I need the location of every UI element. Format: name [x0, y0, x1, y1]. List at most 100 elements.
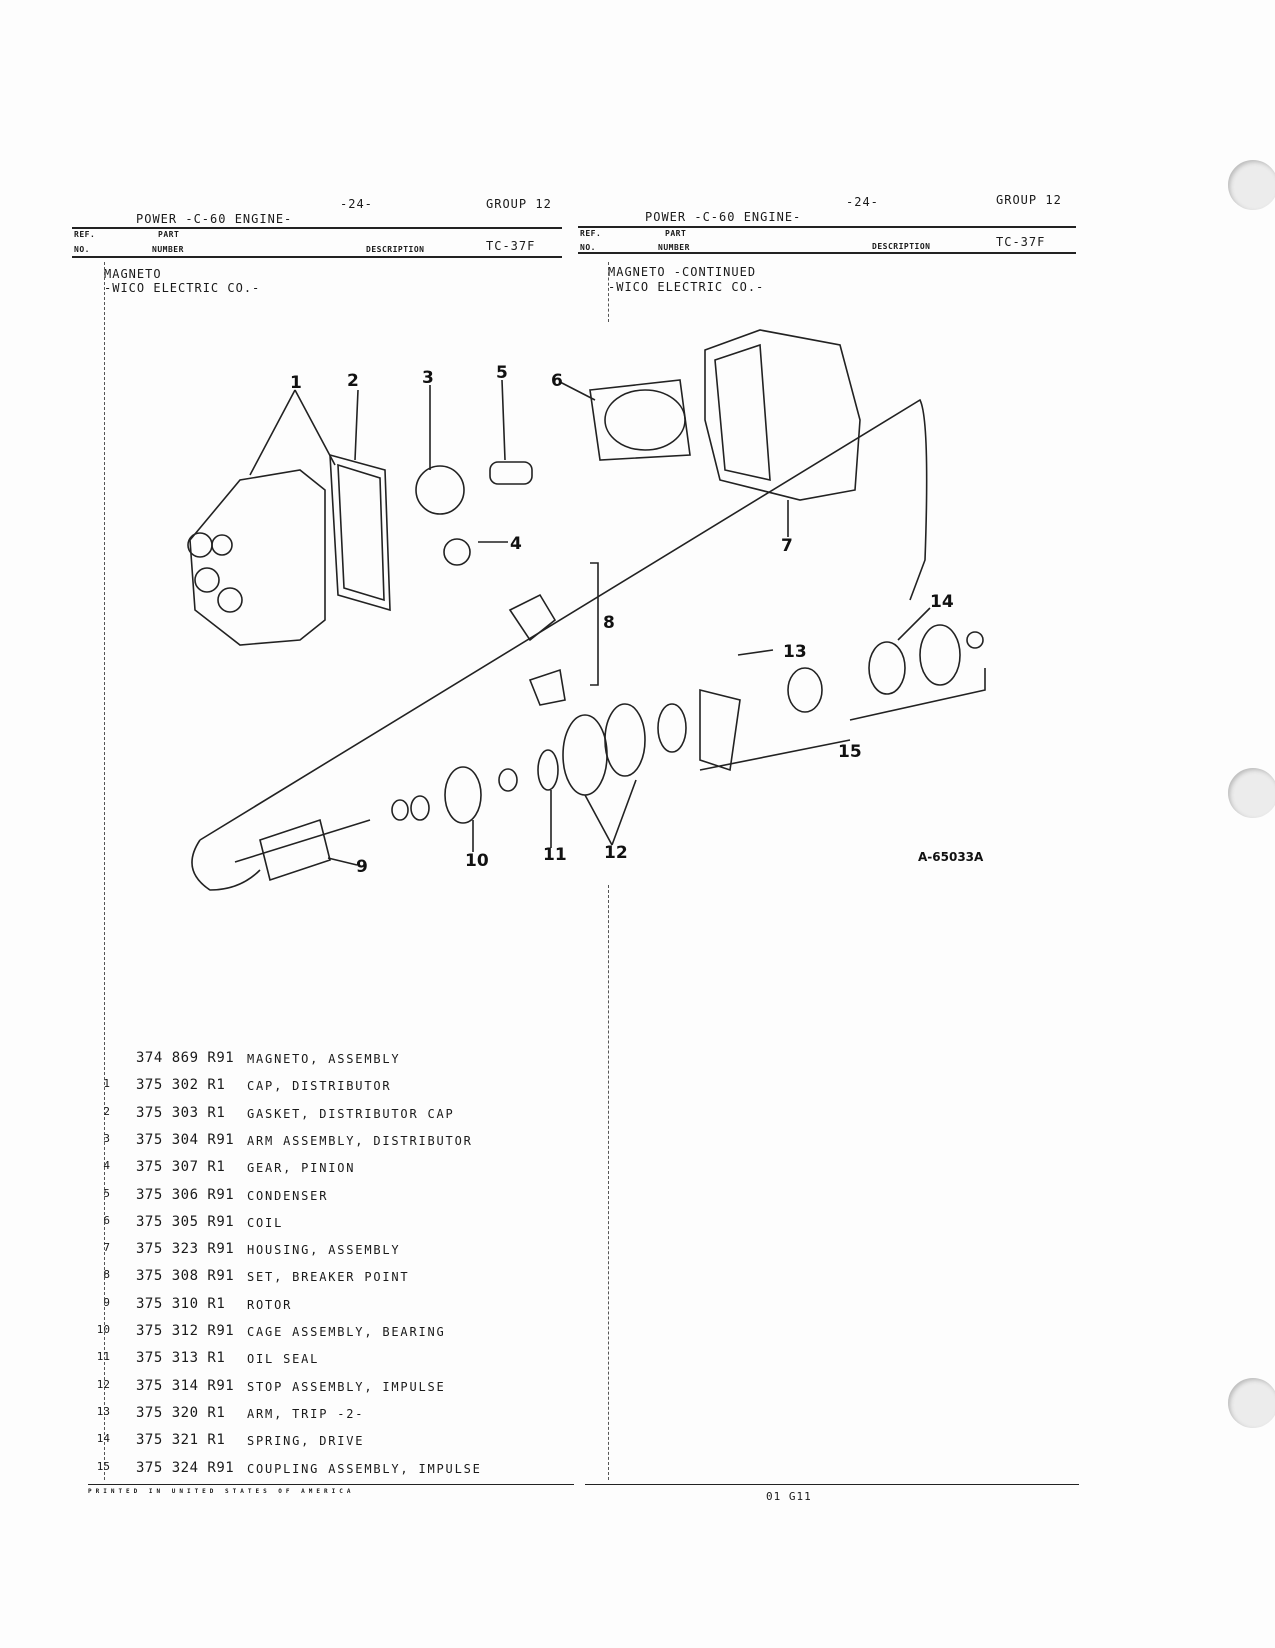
ref-number: 14	[96, 1432, 110, 1446]
page-number: -24-	[340, 197, 373, 211]
callout-2: 2	[347, 371, 359, 391]
column-divider	[608, 262, 609, 322]
section-subtitle: -WICO ELECTRIC CO.-	[608, 280, 765, 294]
part-number: 375 321 R1	[136, 1432, 226, 1449]
part-description: CONDENSER	[247, 1188, 329, 1203]
part-description: SPRING, DRIVE	[247, 1434, 365, 1449]
part-description: ARM, TRIP -2-	[247, 1406, 365, 1421]
gasket	[329, 453, 391, 612]
section-subtitle: -WICO ELECTRIC CO.-	[104, 281, 261, 295]
part-number: 375 324 R91	[136, 1459, 235, 1476]
coil	[589, 379, 691, 461]
ref-number: 6	[103, 1213, 110, 1227]
ref-number: 8	[103, 1268, 110, 1282]
callout-15: 15	[838, 742, 862, 762]
ref-number: 2	[103, 1104, 110, 1118]
tc-code: TC-37F	[486, 239, 536, 253]
callout-9: 9	[356, 857, 368, 877]
part-description: SET, BREAKER POINT	[247, 1270, 410, 1285]
part-number: 375 313 R1	[136, 1350, 226, 1367]
page-title: POWER -C-60 ENGINE-	[645, 210, 802, 224]
figure-id: A-65033A	[918, 850, 984, 864]
callout-5: 5	[496, 363, 508, 383]
part-description: GEAR, PINION	[247, 1161, 356, 1176]
footer-code: 01 G11	[766, 1490, 812, 1503]
trip-arm	[787, 667, 823, 713]
ref-header: REF.	[74, 230, 96, 239]
section-title: MAGNETO	[104, 267, 162, 281]
section-title: MAGNETO -CONTINUED	[608, 265, 757, 279]
coil-wire	[199, 398, 928, 841]
callout-10: 10	[465, 851, 489, 871]
binder-hole	[1228, 1378, 1275, 1428]
part-number: 375 323 R91	[136, 1241, 235, 1258]
callout-4: 4	[510, 534, 522, 554]
part-number: 375 310 R1	[136, 1295, 226, 1312]
ref-header: REF.	[580, 229, 602, 238]
part-header: PART	[158, 230, 180, 239]
number-header: NUMBER	[658, 243, 690, 252]
callout-7: 7	[781, 536, 793, 556]
part-description: OIL SEAL	[247, 1352, 320, 1367]
part-description: HOUSING, ASSEMBLY	[247, 1243, 401, 1258]
distributor-arm	[415, 465, 465, 515]
callout-1: 1	[290, 373, 302, 393]
column-divider	[104, 262, 105, 1480]
description-header: DESCRIPTION	[366, 245, 425, 254]
description-header: DESCRIPTION	[872, 242, 931, 251]
callout-3: 3	[422, 368, 434, 388]
part-header: PART	[665, 229, 687, 238]
distributor-cap	[189, 469, 326, 646]
part-number: 375 308 R91	[136, 1268, 235, 1285]
group-label: GROUP 12	[996, 193, 1062, 207]
impulse-stop	[562, 714, 608, 796]
part-description: ROTOR	[247, 1297, 293, 1312]
ref-number: 4	[103, 1159, 110, 1173]
tc-code: TC-37F	[996, 235, 1046, 249]
ref-number: 9	[103, 1295, 110, 1309]
column-divider	[608, 885, 609, 1480]
part-number: 375 307 R1	[136, 1159, 226, 1176]
ref-number: 7	[103, 1241, 110, 1255]
part-description: CAGE ASSEMBLY, BEARING	[247, 1325, 446, 1339]
bearing-cage	[444, 766, 482, 824]
page-number: -24-	[846, 195, 879, 209]
number-header: NUMBER	[152, 245, 184, 254]
part-number: 375 312 R91	[136, 1323, 235, 1339]
binder-hole	[1228, 160, 1275, 210]
part-number: 375 314 R91	[136, 1377, 235, 1394]
ref-number: 10	[96, 1323, 110, 1336]
callout-13: 13	[783, 642, 807, 662]
ref-number: 5	[103, 1186, 110, 1200]
group-label: GROUP 12	[486, 197, 552, 211]
ref-number: 12	[96, 1377, 110, 1391]
ref-number: 15	[96, 1459, 110, 1473]
part-description: COIL	[247, 1215, 284, 1230]
part-number: 375 303 R1	[136, 1104, 226, 1121]
ref-number: 11	[96, 1350, 110, 1364]
callout-11: 11	[543, 845, 567, 865]
no-header: NO.	[74, 245, 90, 254]
callout-6: 6	[551, 371, 563, 391]
condenser	[489, 461, 533, 485]
callout-8: 8	[603, 613, 615, 633]
part-description: MAGNETO, ASSEMBLY	[247, 1052, 401, 1066]
printed-notice: PRINTED IN UNITED STATES OF AMERICA	[88, 1488, 355, 1495]
binder-hole	[1228, 768, 1275, 818]
part-number: 375 306 R91	[136, 1186, 235, 1203]
breaker-points	[508, 593, 557, 642]
part-number: 374 869 R91	[136, 1050, 235, 1066]
part-description: CAP, DISTRIBUTOR	[247, 1079, 392, 1094]
oil-seal	[537, 749, 559, 791]
ref-number: 1	[103, 1077, 110, 1091]
page-title: POWER -C-60 ENGINE-	[136, 212, 293, 226]
ref-number: 3	[103, 1131, 110, 1145]
part-number: 375 304 R91	[136, 1131, 235, 1148]
ref-number: 13	[96, 1404, 110, 1418]
no-header: NO.	[580, 243, 596, 252]
part-number: 375 302 R1	[136, 1077, 226, 1094]
rotor	[259, 818, 331, 882]
drive-spring	[868, 641, 906, 695]
